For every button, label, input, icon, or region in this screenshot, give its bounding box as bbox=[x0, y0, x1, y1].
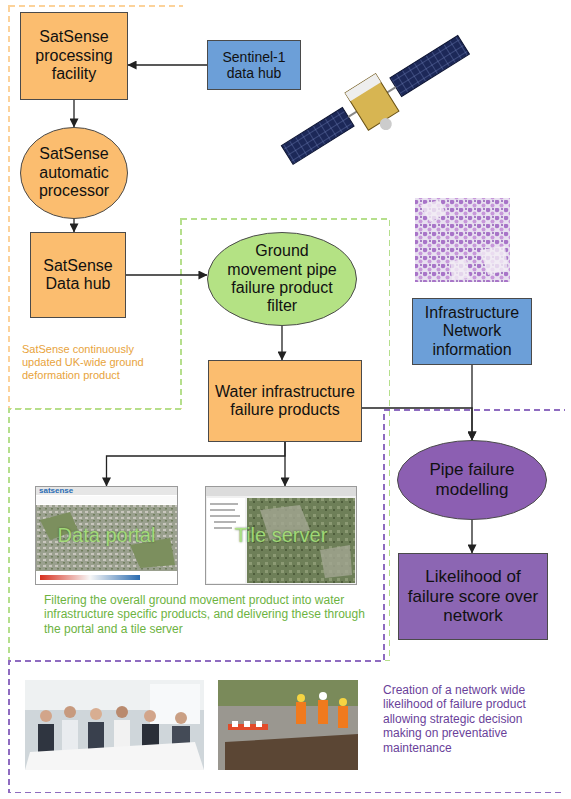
tile-server-screenshot bbox=[205, 486, 357, 585]
group-region: Filtering the overall ground movement pr… bbox=[8, 218, 390, 661]
satellite-illustration bbox=[276, 26, 481, 182]
source-box: Infrastructure Network information bbox=[412, 298, 532, 365]
group-caption: SatSense continuously updated UK-wide gr… bbox=[22, 343, 172, 383]
logo-text: satsense bbox=[39, 486, 73, 495]
group-region: SatSense continuously updated UK-wide gr… bbox=[8, 5, 183, 409]
dashed-border bbox=[9, 219, 390, 661]
node-text: SatSense Data hub bbox=[36, 257, 120, 294]
ellipse-shape bbox=[398, 441, 547, 520]
connector-arrow bbox=[126, 274, 207, 275]
node-text: SatSense automatic processor bbox=[32, 145, 116, 200]
filter-ellipse: Ground movement pipe failure product fil… bbox=[207, 232, 357, 326]
group-caption: Creation of a network wide likelihood of… bbox=[383, 683, 561, 755]
ellipse-shape bbox=[21, 128, 128, 219]
node-text: Water infrastructure failure products bbox=[214, 383, 356, 420]
node-text: Sentinel-1 data hub bbox=[213, 49, 295, 81]
excavation-photo bbox=[218, 680, 358, 770]
process-box: SatSense Data hub bbox=[30, 232, 126, 318]
source-box: Sentinel-1 data hub bbox=[207, 40, 301, 90]
screenshot-frame: Tile server bbox=[205, 486, 357, 585]
node-text: Pipe failure modelling bbox=[415, 460, 529, 499]
process-box: SatSense processing facility bbox=[20, 12, 128, 100]
screenshot-frame: Data portal bbox=[35, 486, 178, 585]
dashed-border bbox=[9, 6, 183, 409]
group-region: Creation of a network wide likelihood of… bbox=[8, 409, 565, 793]
connector-arrow bbox=[471, 520, 472, 553]
connector-arrow bbox=[73, 100, 74, 127]
node-text: SatSense processing facility bbox=[26, 28, 122, 83]
product-box: Water infrastructure failure products bbox=[208, 360, 362, 442]
dashed-border bbox=[9, 410, 565, 793]
network-map-image bbox=[415, 198, 510, 282]
meeting-photo bbox=[25, 680, 204, 770]
model-ellipse: Pipe failure modelling bbox=[397, 440, 547, 520]
connector-arrow bbox=[73, 219, 74, 232]
connector-arrow bbox=[107, 442, 286, 486]
screenshot-title: Data portal bbox=[58, 524, 156, 547]
node-text: Infrastructure Network information bbox=[418, 304, 526, 359]
node-text: Ground movement pipe failure product fil… bbox=[223, 242, 341, 316]
connector-arrow bbox=[362, 408, 472, 440]
connector-arrow bbox=[284, 442, 285, 486]
process-ellipse: SatSense automatic processor bbox=[20, 127, 128, 219]
connector-arrow bbox=[281, 326, 282, 360]
screenshot-title: Tile server bbox=[235, 524, 328, 547]
connector-arrow bbox=[128, 64, 207, 65]
group-caption: Filtering the overall ground movement pr… bbox=[44, 593, 374, 636]
output-box: Likelihood of failure score over network bbox=[398, 553, 548, 640]
ellipse-shape bbox=[208, 233, 357, 326]
connector-arrow bbox=[471, 365, 472, 440]
data-portal-screenshot bbox=[35, 486, 178, 585]
node-text: Likelihood of failure score over network bbox=[404, 567, 542, 626]
